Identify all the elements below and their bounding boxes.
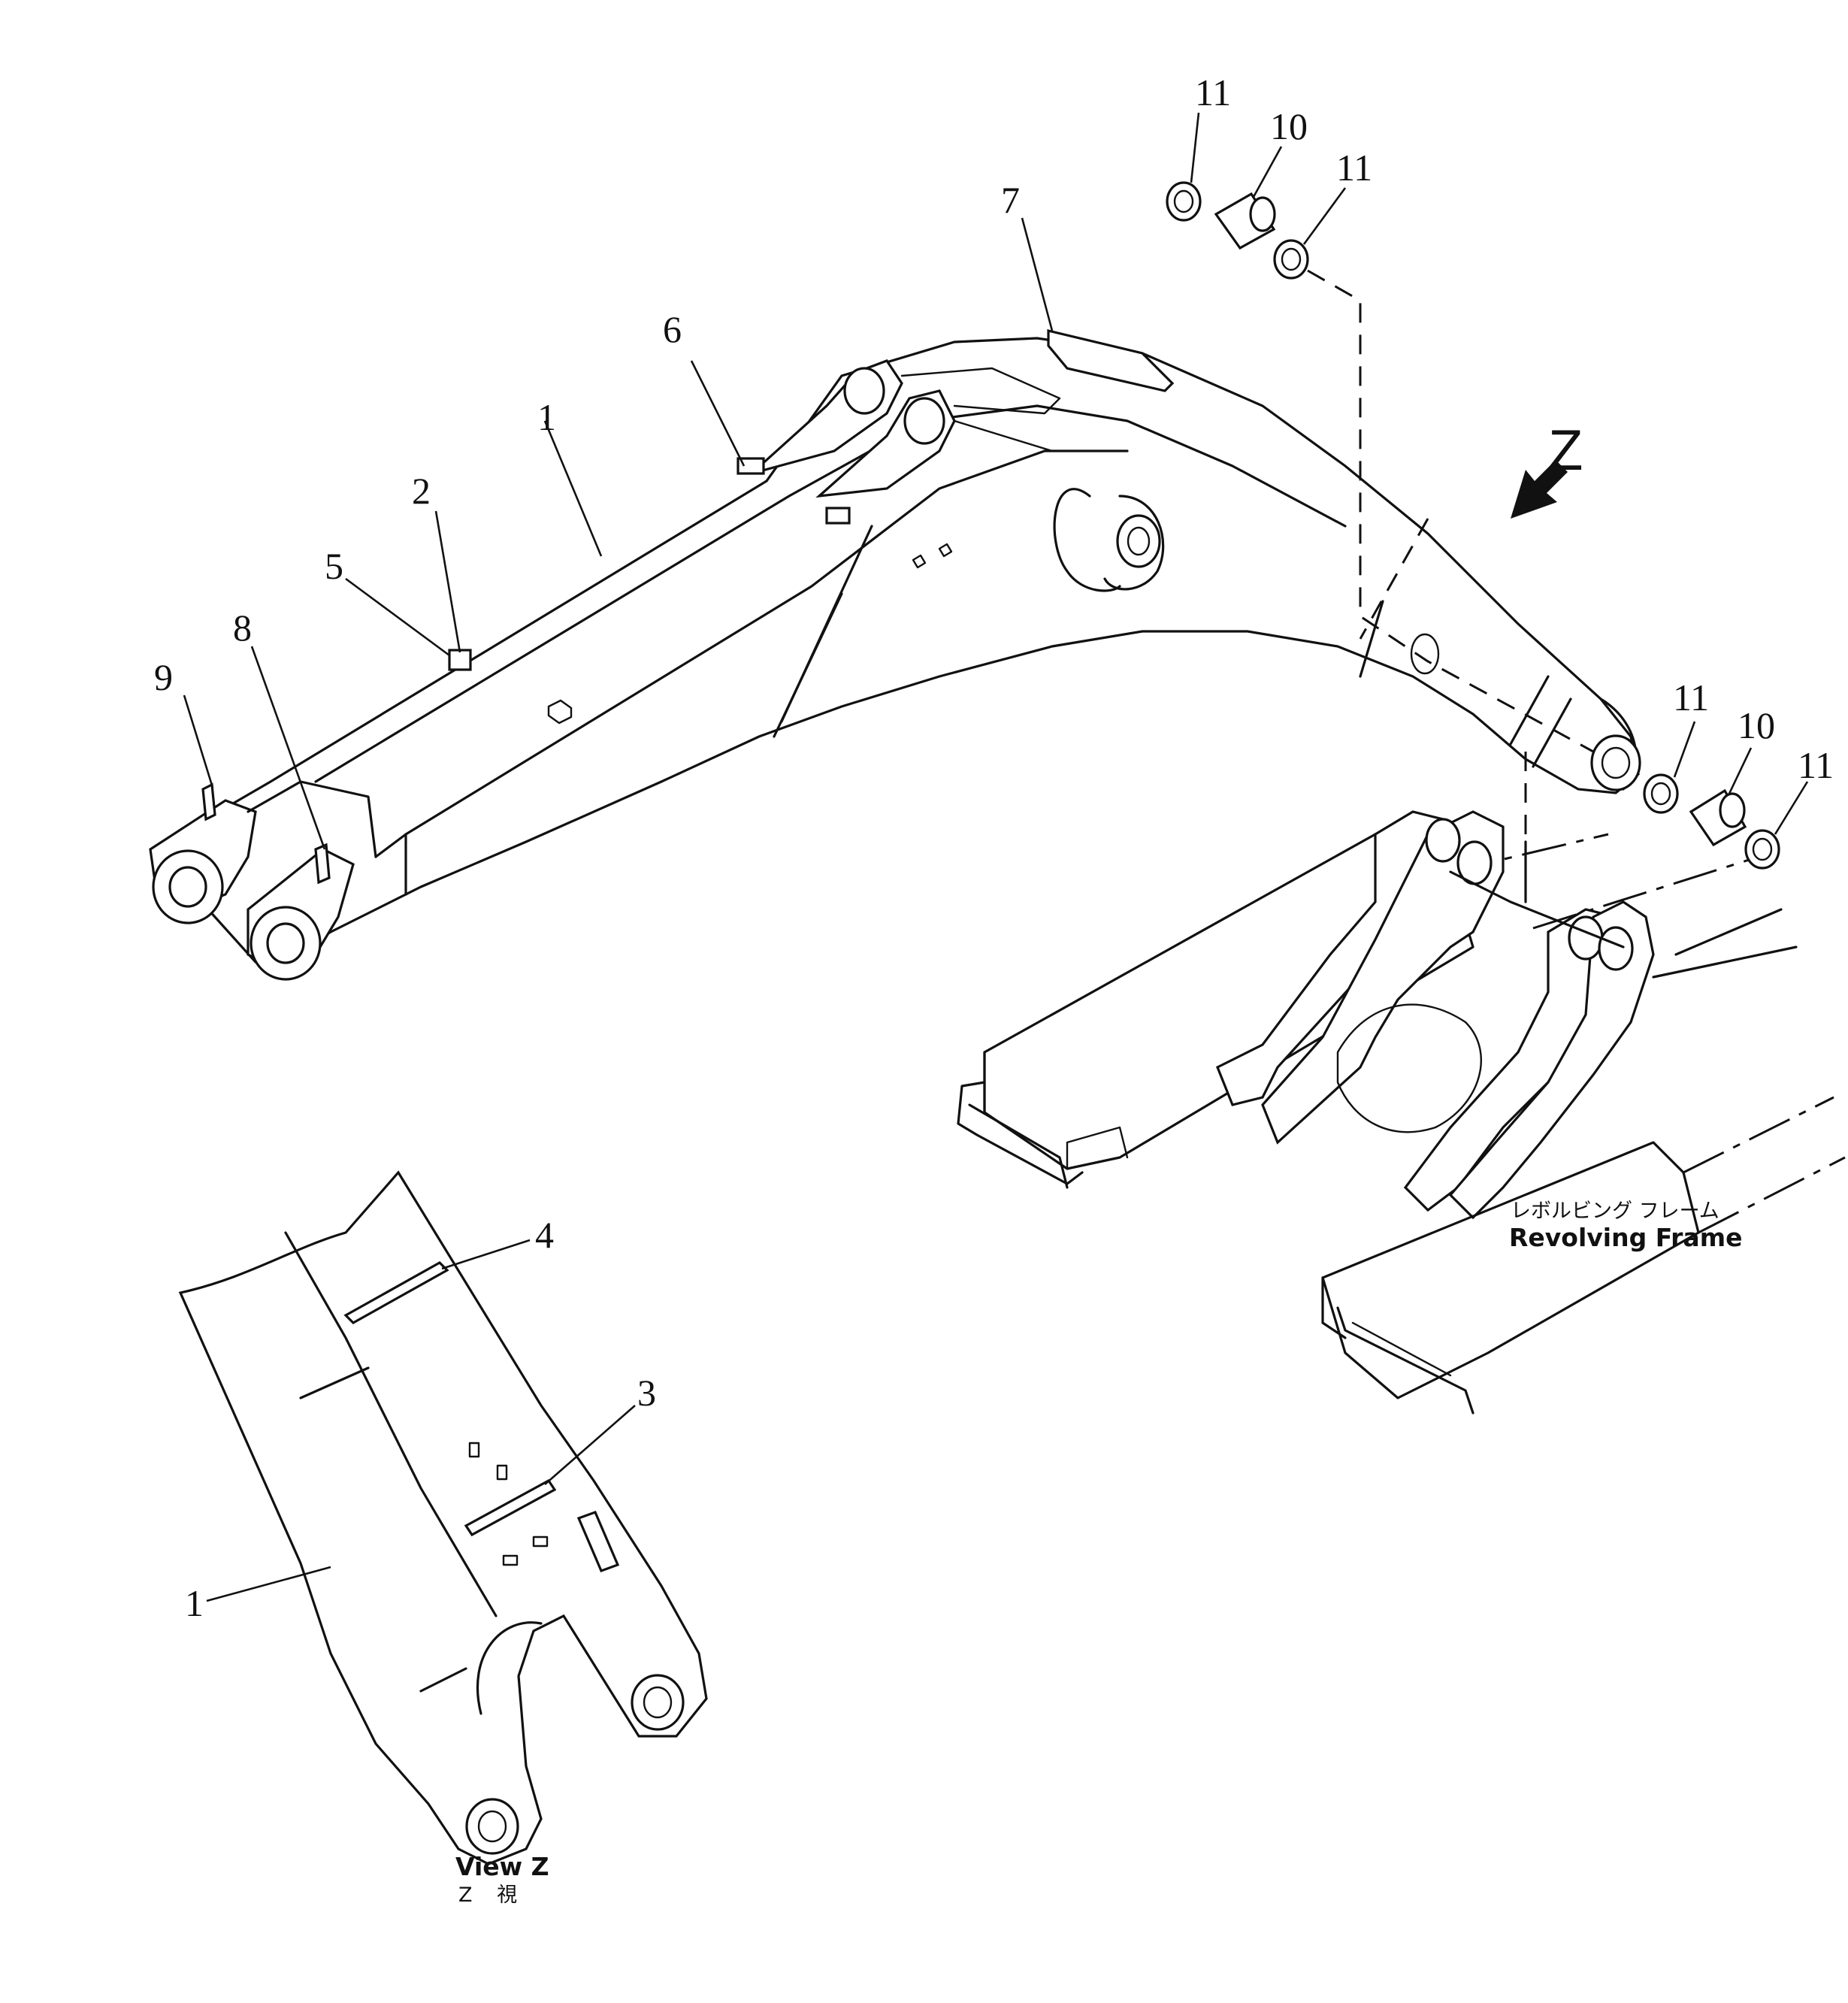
callout-10-top: 10 <box>1270 105 1308 147</box>
bushing-seal-set-top <box>1166 181 1309 280</box>
callout-11-top-right: 11 <box>1336 147 1372 189</box>
revolving-frame-label-ja: レボルビング フレーム <box>1511 1200 1719 1223</box>
callout-1: 1 <box>537 396 556 438</box>
boom-drawing <box>149 328 1641 981</box>
callout-view-z-4: 4 <box>535 1214 554 1256</box>
view-z-arrow-icon <box>1511 460 1568 519</box>
callout-11-top-left: 11 <box>1195 71 1231 113</box>
callout-7: 7 <box>1001 179 1020 221</box>
callout-8: 8 <box>233 607 252 649</box>
view-z-caption-ja: Z 視 <box>458 1883 517 1907</box>
callout-11-low-right: 11 <box>1798 744 1834 786</box>
callout-view-z-3: 3 <box>637 1372 656 1414</box>
view-direction-label: Z <box>1548 419 1583 483</box>
callout-2: 2 <box>412 470 431 512</box>
callout-view-z-1: 1 <box>185 1582 204 1624</box>
view-z-drawing <box>178 1170 708 1865</box>
callout-5: 5 <box>325 545 343 587</box>
leader-lines <box>183 112 1809 1602</box>
revolving-frame-drawing <box>957 810 1846 1415</box>
callout-10-low: 10 <box>1738 704 1775 746</box>
callout-6: 6 <box>663 308 682 350</box>
callout-11-low-left: 11 <box>1673 676 1709 719</box>
callout-9: 9 <box>154 656 173 698</box>
view-z-caption-en: View Z <box>455 1852 549 1881</box>
revolving-frame-label-en: Revolving Frame <box>1509 1223 1742 1252</box>
bushing-seal-set-low <box>1643 773 1780 870</box>
